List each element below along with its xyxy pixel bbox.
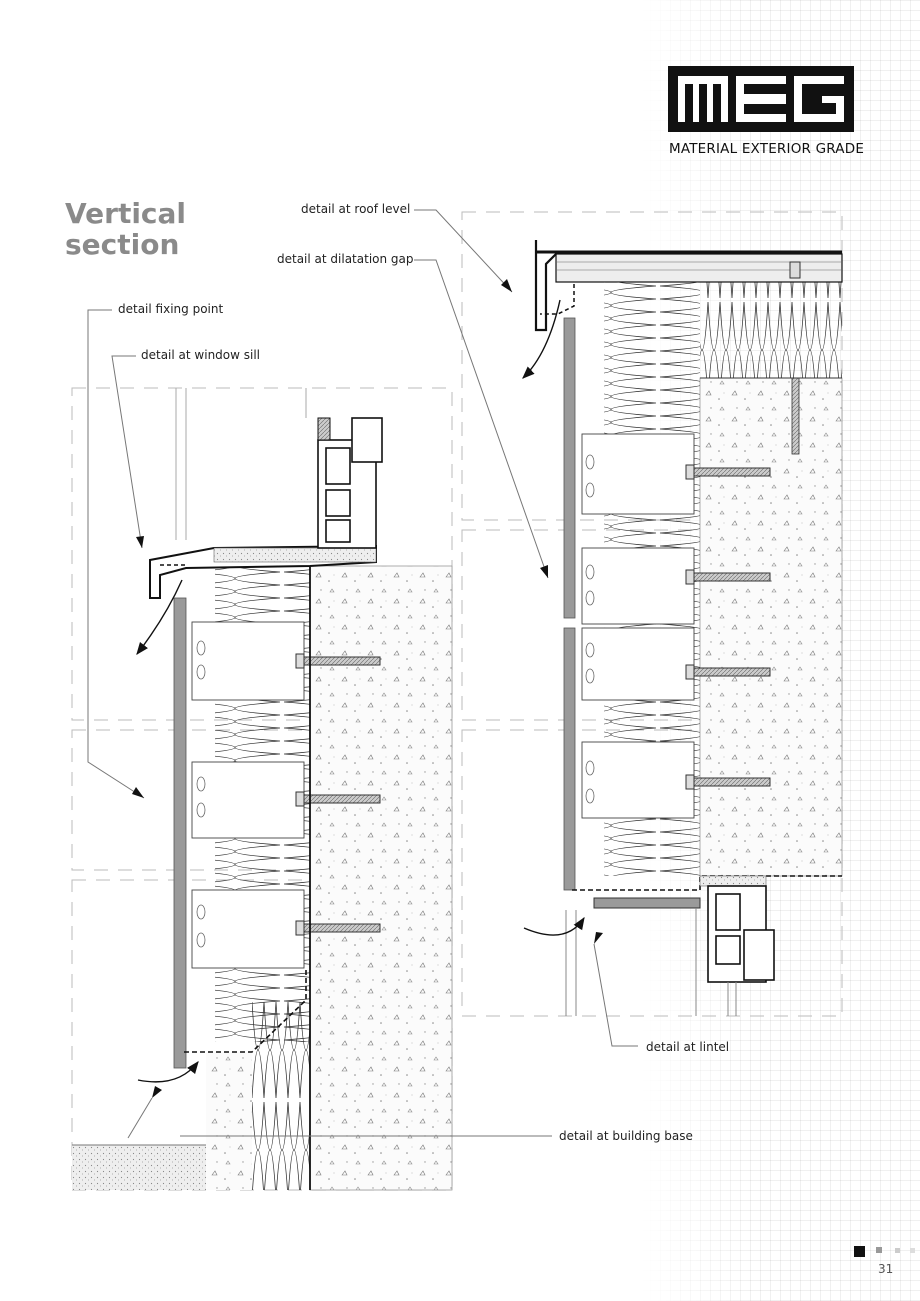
page-marker-dot xyxy=(876,1247,882,1253)
page-marker-square xyxy=(854,1246,865,1257)
label-roof-level: detail at roof level xyxy=(301,202,411,216)
brand-tagline: MATERIAL EXTERIOR GRADE xyxy=(669,141,865,157)
left-section-detail xyxy=(71,387,453,1191)
meg-logo-glyphs xyxy=(678,76,844,122)
right-section-detail xyxy=(461,211,843,1017)
meg-logo xyxy=(668,66,854,132)
page-title-line2: section xyxy=(65,228,180,261)
page-marker-dot xyxy=(895,1248,900,1253)
label-fixing-point: detail fixing point xyxy=(118,302,224,316)
label-dilatation-gap: detail at dilatation gap xyxy=(277,252,414,266)
label-lintel: detail at lintel xyxy=(646,1040,730,1054)
page-marker-dot xyxy=(910,1248,915,1253)
page-title-line1: Vertical xyxy=(65,197,187,230)
page-title: Vertical section xyxy=(65,198,186,260)
page-number: 31 xyxy=(878,1262,894,1276)
label-window-sill: detail at window sill xyxy=(141,348,261,362)
label-building-base: detail at building base xyxy=(559,1129,693,1143)
leader-lines xyxy=(87,209,638,1139)
